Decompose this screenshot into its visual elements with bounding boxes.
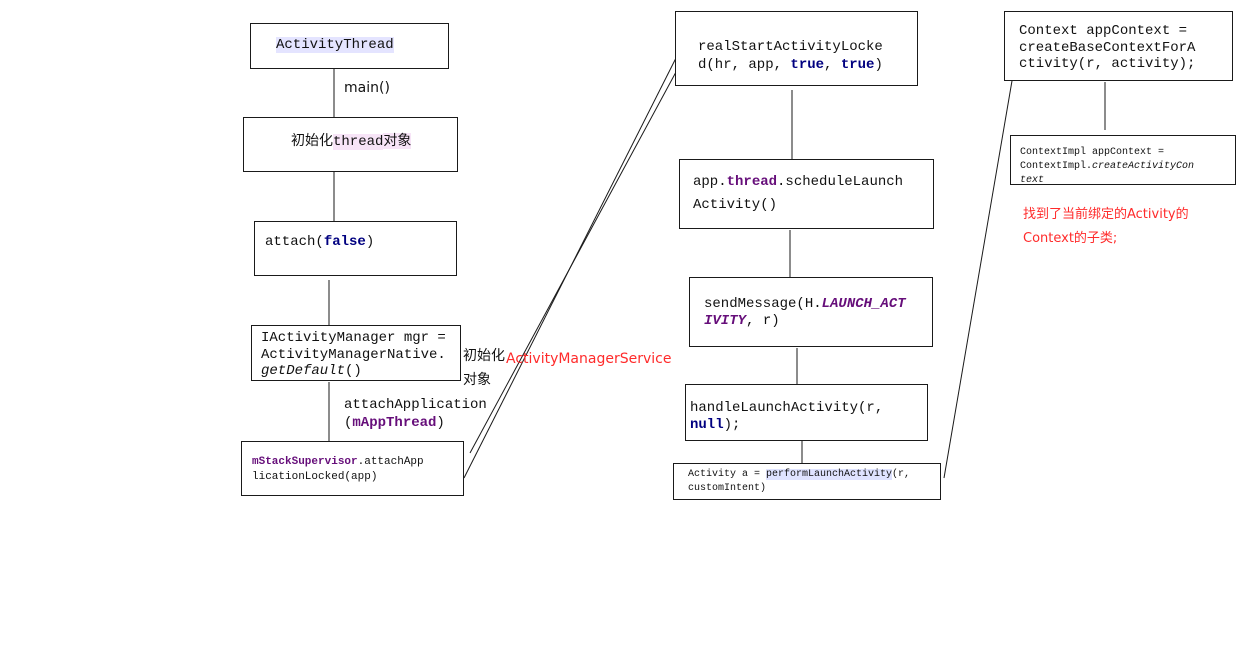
note-line-1: 找到了当前绑定的Activity的 xyxy=(1023,207,1189,222)
attach-application-label: attachApplication (mAppThread) xyxy=(344,397,487,431)
handle-line-2: null); xyxy=(690,417,741,433)
context-impl-line-2: ContextImpl.createActivityCon xyxy=(1020,161,1195,172)
stack-supervisor-box: mStackSupervisor.attachApp licationLocke… xyxy=(241,441,464,496)
context-line-2: createBaseContextForA xyxy=(1019,39,1196,56)
init-thread-text: 初始化thread对象 xyxy=(291,133,412,150)
ams-label: ActivityManagerService xyxy=(506,351,672,367)
send-message-box: sendMessage(H.LAUNCH_ACT IVITY, r) xyxy=(689,277,933,347)
real-start-line-2: d(hr, app, true, true) xyxy=(698,57,883,73)
schedule-line-2: Activity() xyxy=(693,197,778,213)
iam-line-3: getDefault() xyxy=(261,363,362,379)
schedule-launch-box: app.thread.scheduleLaunch Activity() xyxy=(679,159,934,229)
context-impl-line-3: text xyxy=(1020,175,1045,185)
real-start-line-1: realStartActivityLocke xyxy=(698,39,883,55)
perform-launch-box: Activity a = performLaunchActivity(r, cu… xyxy=(673,463,941,500)
real-start-activity-box: realStartActivityLocke d(hr, app, true, … xyxy=(675,11,918,86)
activity-thread-text: ActivityThread xyxy=(276,37,394,53)
send-line-1: sendMessage(H.LAUNCH_ACT xyxy=(704,296,906,312)
schedule-line-1: app.thread.scheduleLaunch xyxy=(693,174,904,190)
send-line-2: IVITY, r) xyxy=(704,313,780,329)
handle-launch-box: handleLaunchActivity(r, null); xyxy=(685,384,928,441)
connector-perform-context xyxy=(943,74,1014,479)
perform-line-1: Activity a = performLaunchActivity(r, xyxy=(688,469,911,480)
iam-line-1: IActivityManager mgr = xyxy=(261,330,446,346)
perform-line-2: customIntent) xyxy=(688,483,767,494)
connector-supervisor-realstart-2 xyxy=(469,71,677,454)
note-line-2: Context的子类; xyxy=(1023,231,1118,246)
activity-thread-box: ActivityThread xyxy=(250,23,449,69)
main-call-label: main() xyxy=(344,80,390,96)
init-object-label-2: 对象 xyxy=(463,372,491,388)
activity-manager-box: IActivityManager mgr = ActivityManagerNa… xyxy=(251,325,461,381)
handle-line-1: handleLaunchActivity(r, xyxy=(690,400,884,416)
attach-box: attach(false) xyxy=(254,221,457,276)
attach-text: attach(false) xyxy=(265,234,375,250)
context-line-1: Context appContext = xyxy=(1019,23,1188,39)
supervisor-line-1: mStackSupervisor.attachApp xyxy=(252,456,424,468)
context-impl-box: ContextImpl appContext = ContextImpl.cre… xyxy=(1010,135,1236,185)
init-thread-box: 初始化thread对象 xyxy=(243,117,458,172)
supervisor-line-2: licationLocked(app) xyxy=(252,471,378,483)
iam-line-2: ActivityManagerNative. xyxy=(261,346,446,363)
context-impl-line-1: ContextImpl appContext = xyxy=(1020,147,1165,158)
context-box: Context appContext = createBaseContextFo… xyxy=(1004,11,1233,81)
init-object-label-1: 初始化 xyxy=(463,348,505,364)
context-line-3: ctivity(r, activity); xyxy=(1019,56,1196,72)
